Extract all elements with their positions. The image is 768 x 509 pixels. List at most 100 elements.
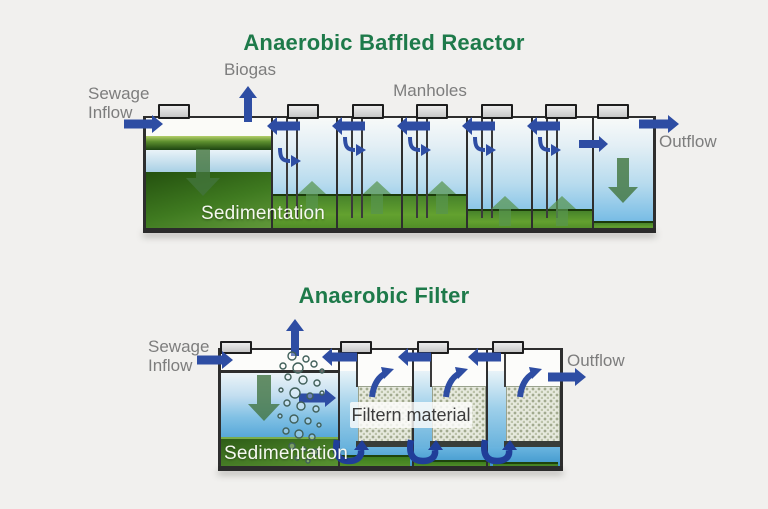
bubble bbox=[278, 387, 284, 393]
abr-baffle-wall bbox=[401, 116, 403, 228]
bubble bbox=[284, 373, 292, 381]
bubble bbox=[279, 362, 287, 370]
upflow-arrow-head bbox=[455, 367, 468, 379]
upflow-arrow-head bbox=[529, 367, 542, 379]
abr-baffle-wall bbox=[592, 116, 594, 228]
baffle-hook-arrow bbox=[473, 136, 486, 152]
af-blue-arrows bbox=[197, 319, 586, 407]
af-uturn-heads bbox=[354, 440, 517, 450]
af-channel-line bbox=[356, 351, 358, 387]
inflow-arrow bbox=[124, 115, 163, 133]
baffle-hook-head bbox=[356, 144, 366, 156]
bubble bbox=[292, 362, 304, 374]
af-title: Anaerobic Filter bbox=[298, 283, 470, 308]
manhole-left-arrow bbox=[267, 117, 300, 135]
manhole-cover bbox=[220, 341, 252, 354]
manhole-left-arrow bbox=[397, 117, 430, 135]
af-right-wall bbox=[560, 348, 563, 470]
manhole-cover bbox=[597, 104, 629, 119]
abr-downpipe bbox=[286, 118, 288, 218]
abr-manholes-label: Manholes bbox=[393, 81, 467, 100]
outflow-arrow bbox=[548, 368, 586, 386]
abr-biogas-label: Biogas bbox=[224, 60, 276, 79]
u-turn-arrow-head bbox=[428, 440, 443, 450]
bed-support-bar bbox=[356, 441, 412, 447]
af-upflow-arrows bbox=[369, 370, 536, 398]
af-top-line bbox=[218, 348, 563, 350]
sludge-up-arrow bbox=[363, 181, 391, 214]
af-bottom-sludge bbox=[493, 462, 558, 468]
sludge-up-arrow bbox=[298, 181, 326, 214]
bubble bbox=[282, 427, 290, 435]
u-turn-arrow bbox=[407, 439, 439, 465]
abr-baffle-wall bbox=[336, 116, 338, 228]
af-chamber-wall bbox=[338, 348, 340, 466]
u-turn-arrow bbox=[333, 439, 365, 465]
bubble bbox=[312, 405, 320, 413]
chamber-pass-arrow bbox=[579, 136, 608, 152]
baffle-hook-arrow bbox=[538, 136, 551, 152]
abr-downpipe bbox=[426, 118, 428, 218]
u-turn-arrow-head bbox=[502, 440, 517, 450]
biogas-arrow bbox=[239, 86, 257, 122]
bubble bbox=[277, 413, 283, 419]
settling-down-arrow bbox=[248, 375, 280, 421]
baffle-hook-arrow bbox=[278, 147, 291, 163]
manhole-cover bbox=[352, 104, 384, 119]
af-upflow-heads bbox=[381, 367, 542, 379]
bubble bbox=[304, 417, 312, 425]
bubble bbox=[313, 379, 321, 387]
upflow-arrow-head bbox=[381, 367, 394, 379]
abr-baffle-wall bbox=[531, 116, 533, 228]
bubble bbox=[296, 401, 306, 411]
af-bottom-sludge bbox=[413, 460, 490, 468]
bubble bbox=[302, 355, 310, 363]
af-chamber1-top-line bbox=[218, 370, 338, 373]
abr-downpipe bbox=[296, 118, 298, 218]
biogas-arrow bbox=[286, 319, 304, 356]
manhole-cover bbox=[158, 104, 190, 119]
u-turn-arrow bbox=[481, 439, 513, 465]
bubble bbox=[319, 368, 325, 374]
bubble bbox=[319, 390, 325, 396]
manhole-cover bbox=[287, 104, 319, 119]
manhole-left-arrow bbox=[322, 348, 357, 366]
abr-blue-arrows bbox=[124, 86, 679, 152]
manhole-cover bbox=[417, 341, 449, 354]
baffle-hook-head bbox=[486, 144, 496, 156]
abr-bottom bbox=[143, 228, 656, 233]
filter-media-bed bbox=[506, 386, 560, 443]
sludge-up-arrow bbox=[428, 181, 456, 214]
outlet-down-arrow bbox=[608, 158, 638, 203]
settling-down-arrow bbox=[186, 149, 220, 196]
abr-inflow-label: Sewage Inflow bbox=[88, 84, 150, 122]
manhole-cover bbox=[492, 341, 524, 354]
abr-baffle-wall bbox=[271, 116, 273, 228]
abr-baffle-wall bbox=[466, 116, 468, 228]
baffle-hook-head bbox=[421, 144, 431, 156]
manhole-left-arrow bbox=[468, 348, 501, 366]
af-channel-line bbox=[504, 351, 506, 387]
bubble bbox=[287, 351, 297, 361]
manhole-left-arrow bbox=[332, 117, 365, 135]
outflow-arrow bbox=[639, 115, 679, 133]
baffle-hook-head bbox=[291, 155, 301, 167]
af-sedimentation-label: Sedimentation bbox=[224, 443, 349, 464]
bubble bbox=[311, 448, 319, 456]
abr-green-arrows bbox=[186, 149, 638, 226]
bubble-column bbox=[277, 351, 325, 464]
abr-title: Anaerobic Baffled Reactor bbox=[243, 30, 525, 55]
abr-downpipe bbox=[361, 118, 363, 218]
af-down-channel bbox=[488, 371, 506, 462]
bubble bbox=[288, 442, 296, 450]
af-uturn-arrows bbox=[333, 439, 513, 465]
bubble bbox=[301, 446, 307, 452]
abr-downpipe bbox=[556, 118, 558, 218]
abr-top-line bbox=[143, 116, 656, 118]
bubble bbox=[310, 360, 318, 368]
abr-hook-arrows bbox=[278, 136, 551, 163]
af-outflow-label: Outflow bbox=[567, 351, 625, 370]
af-channel-line bbox=[430, 351, 432, 387]
sludge-up-arrow bbox=[491, 196, 519, 226]
